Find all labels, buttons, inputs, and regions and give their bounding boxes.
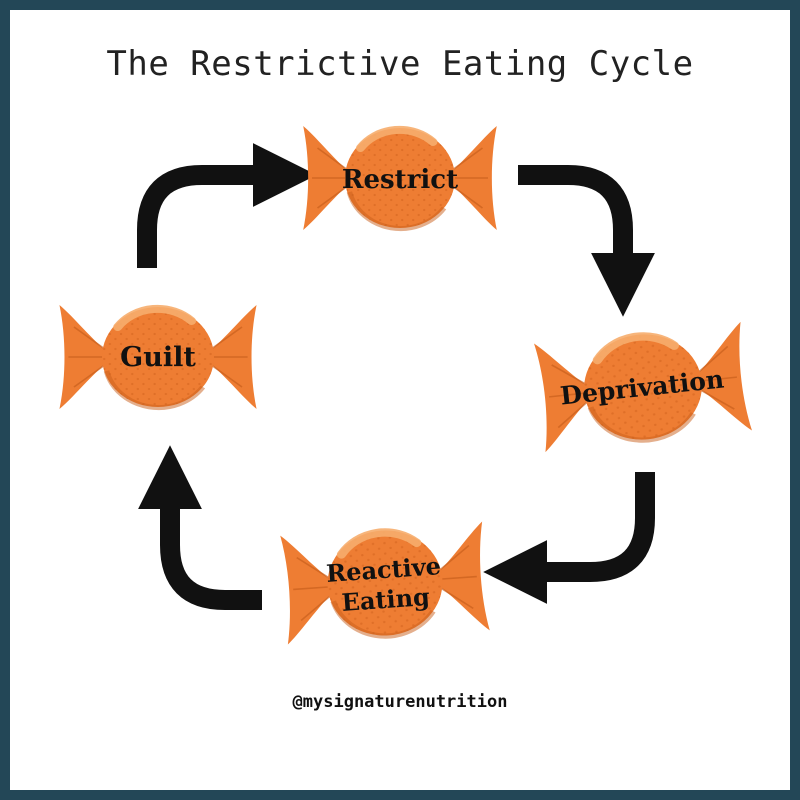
diagram-title: The Restrictive Eating Cycle [106, 44, 694, 84]
arrow-restrict-to-deprivation [518, 165, 656, 317]
stage-label-guilt: Guilt [120, 342, 196, 373]
stage-label-reactive-eating: ReactiveEating [325, 551, 444, 618]
arrow-reactive-eating-to-guilt [137, 445, 262, 610]
stage-label-restrict: Restrict [342, 165, 458, 195]
arrow-deprivation-to-reactive-eating [483, 472, 655, 605]
arrow-guilt-to-restrict [137, 142, 317, 268]
social-handle: @mysignaturenutrition [292, 692, 508, 712]
